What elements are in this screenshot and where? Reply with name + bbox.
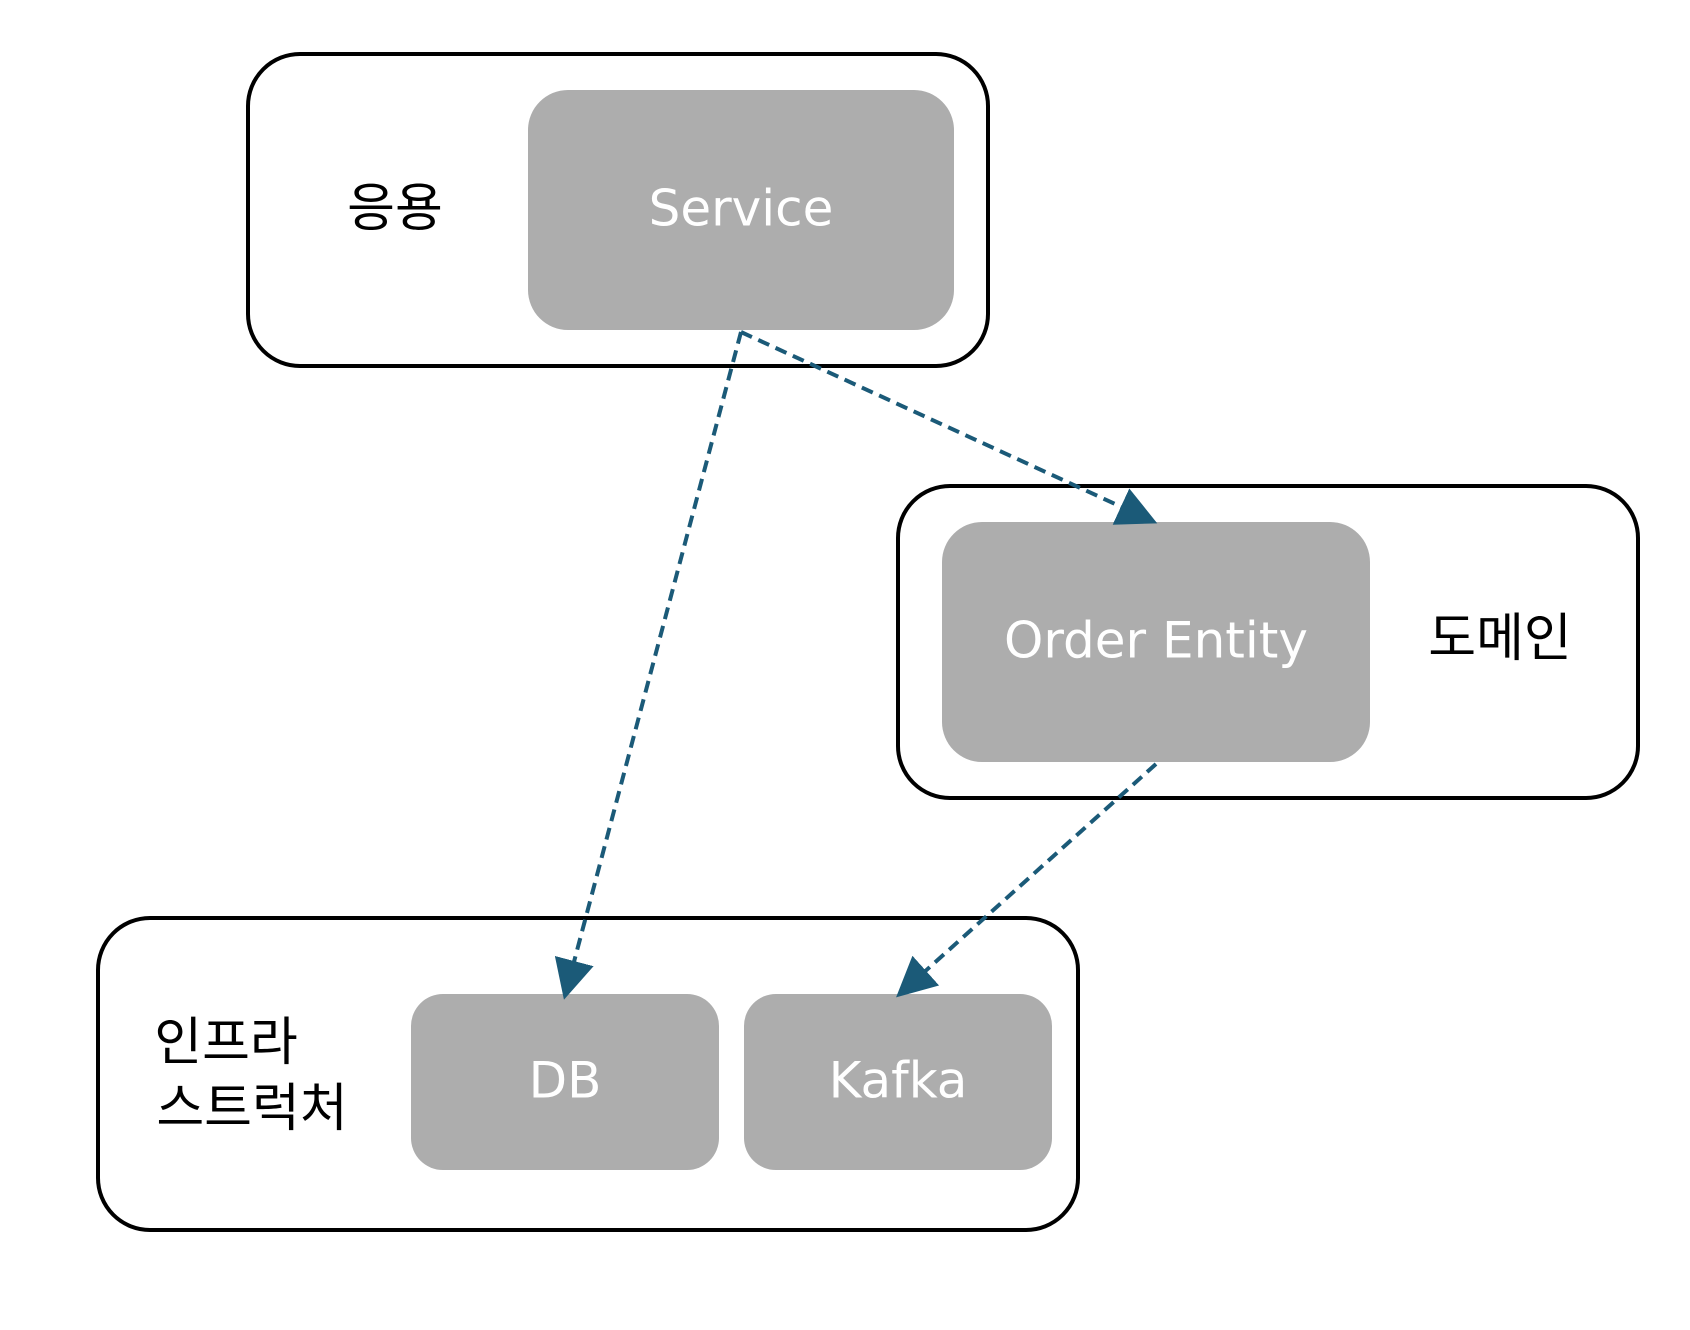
kafka-component[interactable]: Kafka <box>744 994 1052 1170</box>
service-box[interactable] <box>528 90 954 330</box>
infrastructure-layer-label-line2: 스트럭처 <box>156 1079 347 1139</box>
order-entity-box[interactable] <box>942 522 1370 762</box>
infrastructure-layer: 인프라 스트럭처 DB Kafka <box>96 916 1080 1232</box>
infrastructure-layer-label-line1: 인프라 <box>154 1013 298 1073</box>
order-entity-label: Order Entity <box>1004 612 1308 670</box>
application-layer: 응용 Service <box>246 52 990 368</box>
service-component[interactable]: Service <box>528 90 954 330</box>
domain-layer: 도메인 Order Entity <box>896 484 1640 800</box>
db-component[interactable]: DB <box>411 994 719 1170</box>
kafka-box[interactable] <box>744 994 1052 1170</box>
db-label: DB <box>529 1052 602 1110</box>
domain-layer-label: 도메인 <box>1428 609 1572 669</box>
arrow-service-to-db <box>554 331 743 1000</box>
kafka-label: Kafka <box>829 1052 968 1110</box>
application-layer-label: 응용 <box>347 179 443 239</box>
db-box[interactable] <box>411 994 719 1170</box>
order-entity-component[interactable]: Order Entity <box>942 522 1370 762</box>
service-label: Service <box>649 180 834 238</box>
